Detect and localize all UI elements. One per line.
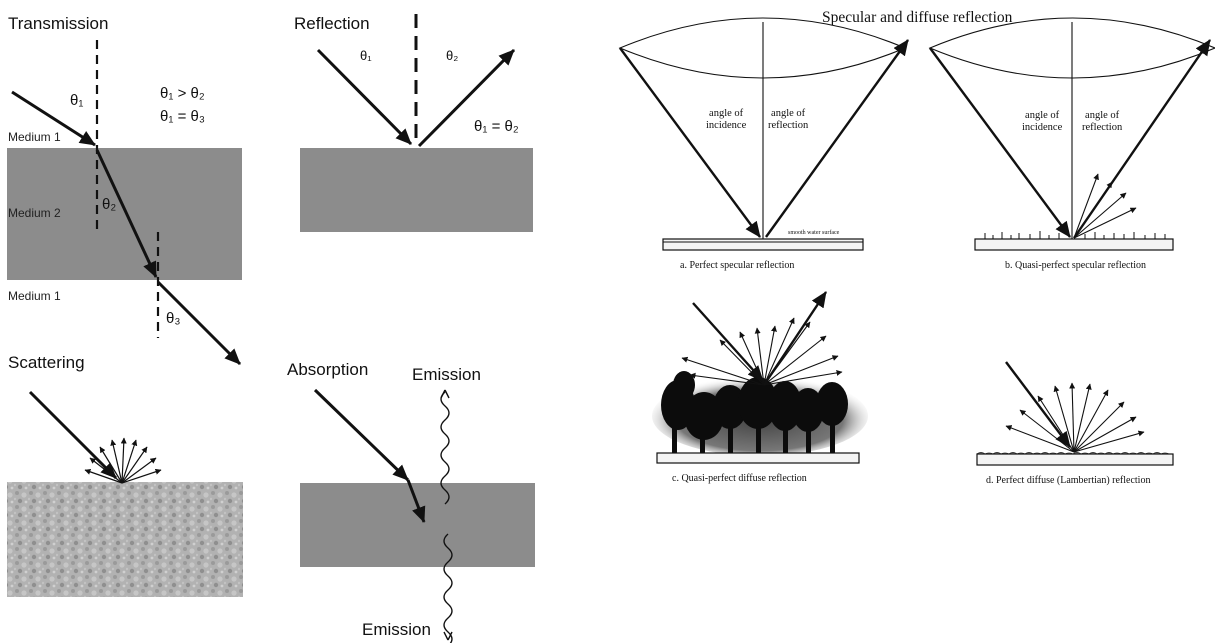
panel-b-caption: b. Quasi-perfect specular reflection	[1005, 260, 1147, 271]
reflection-diagram	[300, 14, 533, 232]
reflection-heading: Reflection	[294, 14, 370, 33]
reflection-theta1-label: θ₁	[360, 48, 372, 63]
reflection-theta2-label: θ₂	[446, 48, 459, 63]
emission-wave-up	[440, 391, 450, 505]
medium-1-top-label: Medium 1	[8, 130, 61, 144]
panel-c-caption: c. Quasi-perfect diffuse reflection	[672, 473, 807, 484]
emission-bottom-label: Emission	[362, 620, 431, 639]
panel-a-perfect-specular	[618, 17, 909, 251]
scattering-diagram	[7, 390, 243, 597]
medium-2-block	[7, 148, 242, 280]
scatter-incident-ray	[28, 390, 118, 480]
theta2-label: θ₂	[102, 196, 117, 213]
relation-eq-label: θ₁ = θ₃	[160, 108, 205, 125]
panel-c-quasi-diffuse	[652, 291, 868, 464]
medium-2-label: Medium 2	[8, 206, 61, 220]
transmitted-ray	[156, 280, 242, 366]
panel-d-perfect-diffuse	[976, 361, 1174, 466]
reflection-relation-label: θ₁ = θ₂	[474, 118, 519, 135]
panel-d-caption: d. Perfect diffuse (Lambertian) reflecti…	[986, 475, 1151, 486]
relation-gt-label: θ₁ > θ₂	[160, 85, 205, 102]
forest-canopy	[661, 371, 848, 453]
incident-ray	[11, 90, 96, 147]
absorption-heading: Absorption	[287, 360, 369, 379]
rough-surface	[7, 482, 243, 597]
emission-top-label: Emission	[412, 365, 481, 384]
absorbing-block	[300, 483, 535, 567]
absorption-ray-outside	[313, 388, 410, 482]
transmission-diagram	[7, 40, 242, 366]
theta3-label: θ₃	[166, 310, 181, 327]
refracted-ray	[95, 149, 158, 278]
panel-a-caption: a. Perfect specular reflection	[680, 260, 795, 271]
theta1-label: θ₁	[70, 92, 84, 109]
smooth-surface-label: smooth water surface	[788, 230, 840, 236]
transmission-heading: Transmission	[8, 14, 109, 33]
scattering-heading: Scattering	[8, 353, 85, 372]
medium-1-bottom-label: Medium 1	[8, 289, 61, 303]
right-title: Specular and diffuse reflection	[822, 9, 1013, 26]
absorption-ray-inside	[406, 479, 426, 523]
emission-wave-down	[443, 533, 453, 643]
reflection-reflected-ray	[417, 48, 516, 148]
scatter-rays	[84, 437, 162, 484]
reflection-surface	[300, 148, 533, 232]
reflection-incident-ray	[316, 48, 413, 146]
absorption-diagram	[300, 388, 535, 643]
panel-b-quasi-specular	[928, 17, 1215, 251]
